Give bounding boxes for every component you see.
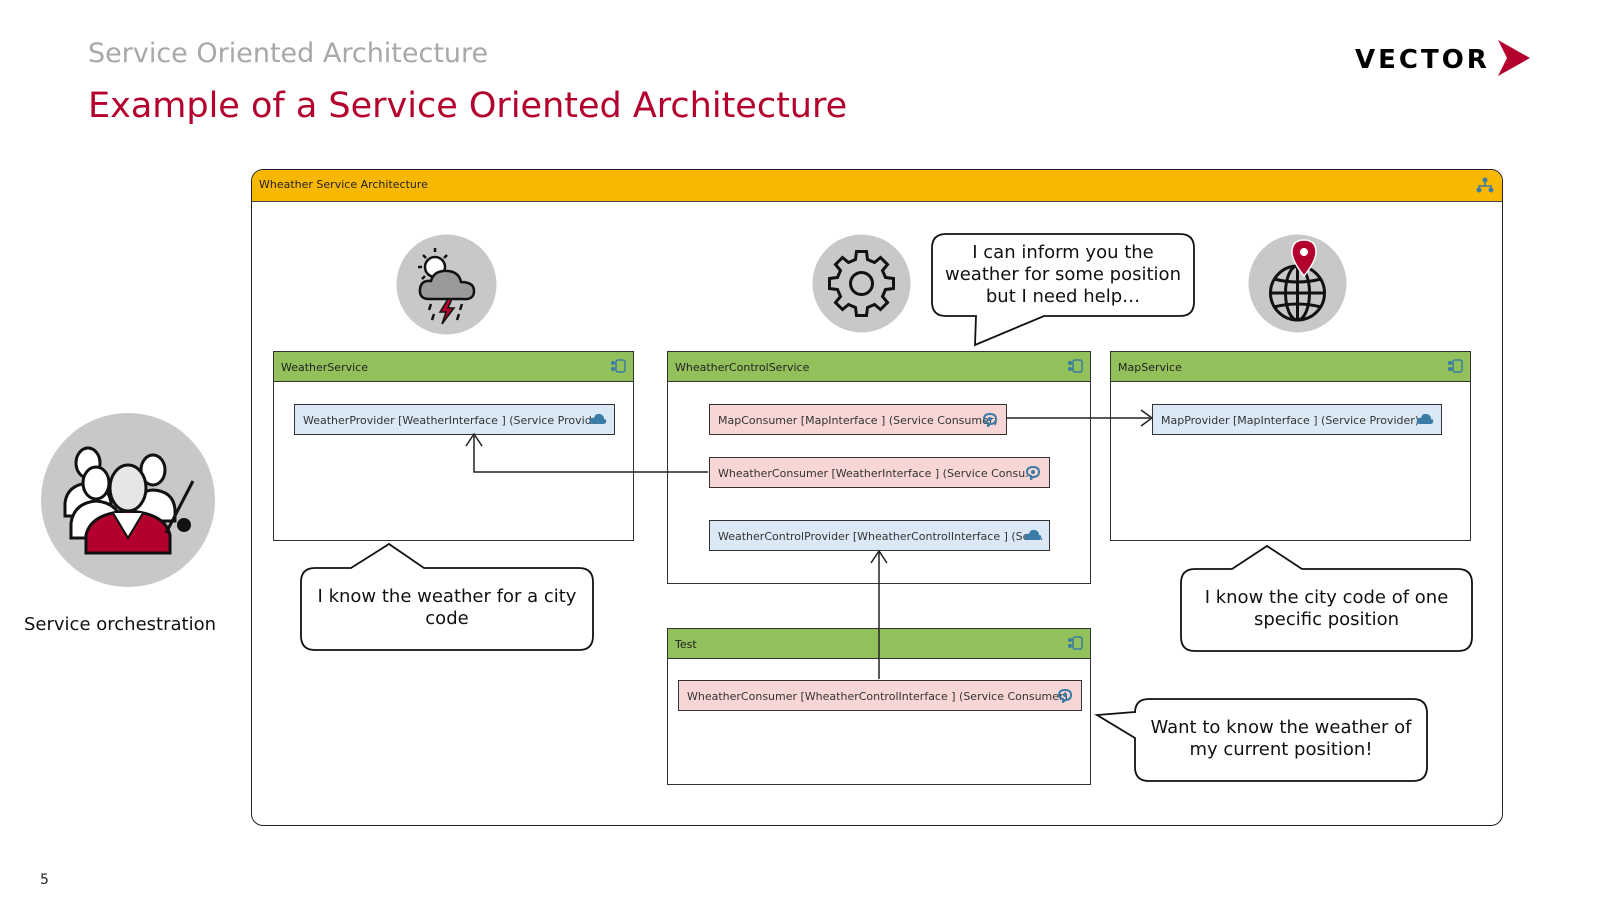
service-component-icon bbox=[1068, 359, 1083, 373]
cloud-icon bbox=[1416, 413, 1434, 424]
weather-consumer-port[interactable]: WheatherConsumer [WeatherInterface ] (Se… bbox=[709, 457, 1050, 488]
vector-logo: VECTOR bbox=[1355, 38, 1530, 80]
page-number: 5 bbox=[40, 872, 49, 888]
test-callout-text: Want to know the weather of my current p… bbox=[1139, 717, 1423, 761]
test-callout-bubble bbox=[1094, 698, 1428, 782]
test-consumer-port[interactable]: WheatherConsumer [WheatherControlInterfa… bbox=[678, 680, 1082, 711]
bubble-line: weather for some position bbox=[945, 264, 1181, 285]
cloud-icon bbox=[589, 413, 607, 424]
connector-weather-arrowhead bbox=[465, 432, 483, 447]
consumer-plug-icon bbox=[1057, 688, 1073, 703]
frame-title: Wheather Service Architecture bbox=[259, 178, 428, 191]
gear-icon bbox=[812, 234, 911, 333]
bubble-line: code bbox=[425, 608, 469, 629]
hierarchy-icon[interactable] bbox=[1476, 176, 1494, 194]
bubble-line: specific position bbox=[1253, 609, 1400, 630]
bubble-line: my current position! bbox=[1189, 739, 1373, 760]
map-provider-port[interactable]: MapProvider [MapInterface ] (Service Pro… bbox=[1152, 404, 1442, 435]
map-callout-bubble bbox=[1180, 544, 1473, 652]
section-subtitle: Service Oriented Architecture bbox=[88, 38, 489, 69]
map-service-header: MapService bbox=[1111, 352, 1470, 382]
control-service-header: WheatherControlService bbox=[668, 352, 1090, 382]
map-consumer-port[interactable]: MapConsumer [MapInterface ] (Service Con… bbox=[709, 404, 1007, 435]
port-label: MapProvider [MapInterface ] (Service Pro… bbox=[1161, 414, 1420, 427]
map-service[interactable]: MapService MapProvider [MapInterface ] (… bbox=[1110, 351, 1471, 541]
weather-callout-text: I know the weather for a city code bbox=[305, 586, 589, 630]
connector-map-arrowhead bbox=[1140, 409, 1154, 427]
orchestration-label: Service orchestration bbox=[24, 614, 216, 635]
weather-service-header: WeatherService bbox=[274, 352, 633, 382]
logo-text: VECTOR bbox=[1355, 45, 1490, 75]
connector-weather bbox=[473, 436, 708, 473]
port-label: WeatherControlProvider [WheatherControlI… bbox=[718, 530, 1044, 543]
bubble-line: but I need help… bbox=[985, 286, 1141, 307]
control-service-title: WheatherControlService bbox=[675, 361, 810, 374]
port-label: WheatherConsumer [WheatherControlInterfa… bbox=[687, 690, 1068, 703]
logo-chevron-icon bbox=[1498, 40, 1530, 76]
service-component-icon bbox=[1448, 359, 1463, 373]
port-label: WheatherConsumer [WeatherInterface ] (Se… bbox=[718, 467, 1036, 480]
port-label: MapConsumer [MapInterface ] (Service Con… bbox=[718, 414, 998, 427]
map-service-title: MapService bbox=[1118, 361, 1182, 374]
people-conductor-icon bbox=[41, 413, 215, 587]
service-component-icon bbox=[611, 359, 626, 373]
weather-provider-port[interactable]: WeatherProvider [WeatherInterface ] (Ser… bbox=[294, 404, 615, 435]
consumer-plug-icon bbox=[1025, 465, 1041, 480]
control-service[interactable]: WheatherControlService MapConsumer [MapI… bbox=[667, 351, 1091, 584]
bubble-line: I know the weather for a city bbox=[317, 586, 577, 607]
test-service-title: Test bbox=[675, 638, 697, 651]
cloud-icon bbox=[1024, 529, 1042, 540]
map-callout-text: I know the city code of one specific pos… bbox=[1185, 587, 1468, 631]
service-component-icon bbox=[1068, 636, 1083, 650]
weather-control-provider-port[interactable]: WeatherControlProvider [WheatherControlI… bbox=[709, 520, 1050, 551]
bubble-line: I know the city code of one bbox=[1204, 587, 1449, 608]
bubble-line: Want to know the weather of bbox=[1150, 717, 1412, 738]
globe-pin-icon bbox=[1248, 234, 1347, 333]
weather-service-title: WeatherService bbox=[281, 361, 368, 374]
bubble-line: I can inform you the bbox=[972, 242, 1154, 263]
control-callout-text: I can inform you the weather for some po… bbox=[936, 242, 1190, 308]
frame-header: Wheather Service Architecture bbox=[252, 170, 1502, 202]
control-callout-bubble bbox=[931, 233, 1195, 347]
connector-control-arrowhead bbox=[870, 549, 888, 564]
weather-service[interactable]: WeatherService WeatherProvider [WeatherI… bbox=[273, 351, 634, 541]
port-label: WeatherProvider [WeatherInterface ] (Ser… bbox=[303, 414, 603, 427]
weather-callout-bubble bbox=[300, 542, 594, 651]
weather-storm-icon bbox=[396, 234, 497, 335]
test-service[interactable]: Test WheatherConsumer [WheatherControlIn… bbox=[667, 628, 1091, 785]
page-title: Example of a Service Oriented Architectu… bbox=[88, 86, 848, 126]
consumer-plug-icon bbox=[982, 412, 998, 427]
